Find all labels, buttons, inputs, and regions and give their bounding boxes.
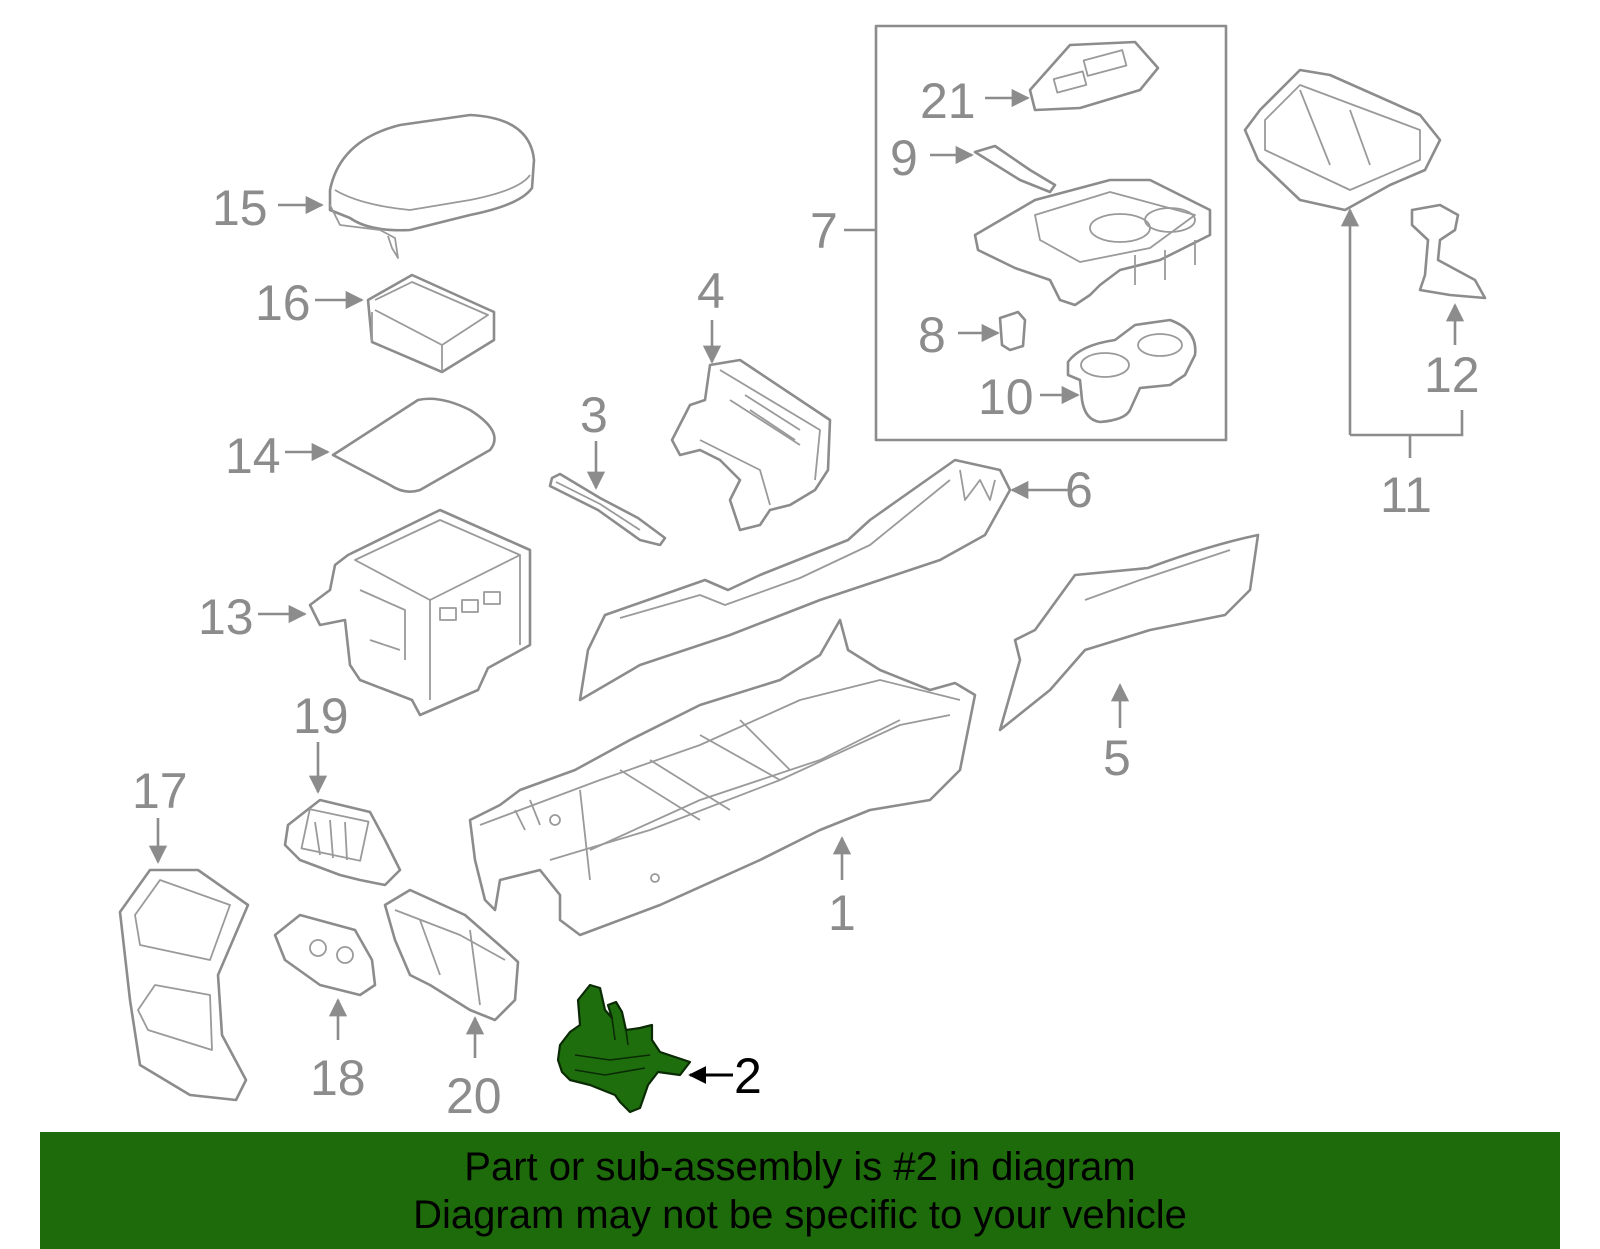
callout-17: 17 xyxy=(132,763,188,819)
callout-numbers: 1 2 3 4 5 6 7 8 9 10 11 12 13 14 15 16 1… xyxy=(132,73,1480,1124)
callout-6: 6 xyxy=(1065,462,1093,518)
part-3-trim-strip[interactable] xyxy=(548,472,667,547)
callout-13: 13 xyxy=(198,589,254,645)
callout-3: 3 xyxy=(580,387,608,443)
callout-9: 9 xyxy=(890,130,918,186)
part-2-bracket-highlighted[interactable] xyxy=(556,983,692,1114)
part-19-vent[interactable] xyxy=(283,798,402,887)
callout-1: 1 xyxy=(828,885,856,941)
part-7-cupholder-tray[interactable] xyxy=(973,178,1212,307)
banner-line-part: Part or sub-assembly is #2 in diagram xyxy=(464,1144,1136,1189)
callout-2: 2 xyxy=(734,1048,762,1104)
part-16-storage-tray[interactable] xyxy=(366,273,496,374)
part-20-tray[interactable] xyxy=(383,888,520,1022)
callout-19: 19 xyxy=(293,688,349,744)
banner-line-disclaimer: Diagram may not be specific to your vehi… xyxy=(413,1192,1187,1237)
part-10-cupholder-insert[interactable] xyxy=(1066,318,1197,424)
callout-18: 18 xyxy=(310,1050,366,1106)
callout-4: 4 xyxy=(697,263,725,319)
part-15-armrest-lid[interactable] xyxy=(328,113,536,259)
part-8-clip[interactable] xyxy=(998,310,1027,352)
callout-14: 14 xyxy=(225,428,281,484)
part-11-rear-assembly[interactable] xyxy=(1243,68,1442,212)
part-6-side-trim[interactable] xyxy=(578,458,1012,702)
part-9-trim[interactable] xyxy=(973,144,1057,194)
part-5-side-panel[interactable] xyxy=(998,533,1260,732)
info-banner: Part or sub-assembly is #2 in diagram Di… xyxy=(40,1132,1560,1249)
parts-diagram: 1 2 3 4 5 6 7 8 9 10 11 12 13 14 15 16 1… xyxy=(118,24,1487,1124)
callout-21: 21 xyxy=(920,73,976,129)
part-14-mat[interactable] xyxy=(331,397,496,493)
callout-16: 16 xyxy=(255,275,311,331)
part-21-switch-panel[interactable] xyxy=(1028,40,1160,112)
callout-10: 10 xyxy=(978,369,1034,425)
part-17-rear-panel[interactable] xyxy=(118,868,250,1102)
part-12-plug[interactable] xyxy=(1410,203,1487,300)
callout-20: 20 xyxy=(446,1068,502,1124)
part-13-console-box[interactable] xyxy=(308,508,532,717)
leader-lines xyxy=(148,88,1465,1084)
part-1-floor-console[interactable] xyxy=(468,618,977,937)
callout-8: 8 xyxy=(918,307,946,363)
part-18-switch-bezel[interactable] xyxy=(273,913,377,997)
callout-15: 15 xyxy=(212,180,268,236)
callout-12: 12 xyxy=(1424,347,1480,403)
callout-7: 7 xyxy=(810,203,838,259)
part-4-bracket[interactable] xyxy=(670,358,832,532)
callout-11: 11 xyxy=(1380,467,1432,523)
cupholder-subassembly-box xyxy=(874,24,1228,442)
callout-5: 5 xyxy=(1103,730,1131,786)
